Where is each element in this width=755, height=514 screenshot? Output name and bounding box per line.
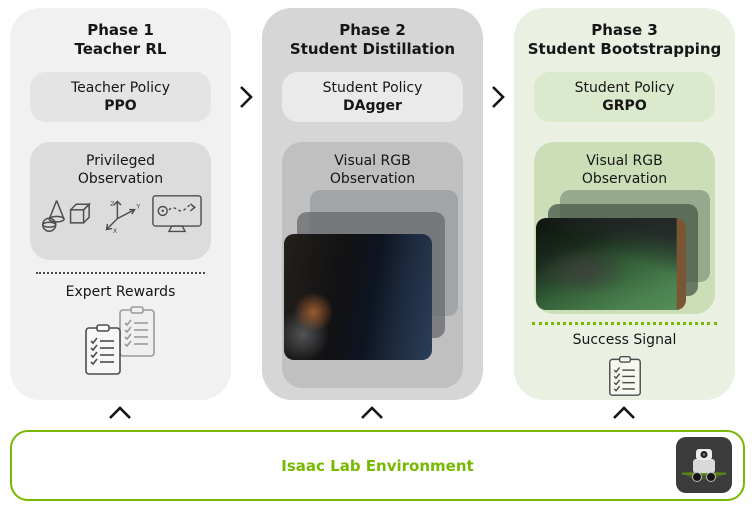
phase-1-observation-line2: Observation — [77, 171, 164, 187]
phase-3-observation-line1: Visual RGB — [586, 153, 663, 169]
axis-label-x: X — [112, 228, 117, 234]
geometry-shapes-icon — [41, 200, 91, 232]
phase-3-title: Phase 3 Student Bootstrapping — [514, 8, 735, 59]
chevron-right-icon — [240, 86, 253, 108]
phase-1-rewards-label: Expert Rewards — [65, 284, 176, 300]
phase-2-observation-line1: Visual RGB — [334, 153, 411, 169]
phase-3-policy-box: Student Policy GRPO — [534, 72, 715, 122]
phase-1-title-line1: Phase 1 — [87, 21, 154, 39]
environment-label: Isaac Lab Environment — [281, 456, 474, 475]
robot-camera-image — [536, 218, 686, 310]
phase-1-observation-icons: Z Y X — [30, 194, 211, 235]
phase-3-signal-label: Success Signal — [572, 332, 677, 348]
phase-2-title-line2: Student Distillation — [289, 40, 456, 58]
phase-3-policy-algo: GRPO — [602, 98, 647, 114]
trajectory-monitor-icon — [151, 195, 202, 233]
phase-3-observation-line2: Observation — [581, 171, 668, 187]
phase-3-dotted-divider — [532, 322, 717, 325]
phase-1-rewards-icons — [10, 306, 231, 378]
phase-1-observation-line1: Privileged — [86, 153, 155, 169]
phase-3-observation-box: Visual RGB Observation — [534, 142, 715, 314]
phase-1-dotted-divider — [36, 272, 205, 274]
axis-label-y: Y — [135, 203, 140, 210]
phase-2-title: Phase 2 Student Distillation — [262, 8, 483, 59]
phase-1-policy-algo: PPO — [104, 98, 137, 114]
phase-3-observation-title: Visual RGB Observation — [534, 142, 715, 188]
phase-2-title-line1: Phase 2 — [339, 21, 406, 39]
phase-1-panel: Phase 1 Teacher RL Teacher Policy PPO Pr… — [10, 8, 231, 400]
phase-3-signal-icons — [514, 354, 735, 397]
phase-2-policy-name: Student Policy — [322, 80, 423, 96]
phase-1-title-line2: Teacher RL — [74, 40, 167, 58]
phase-2-policy-box: Student Policy DAgger — [282, 72, 463, 122]
phase-1-observation-title: Privileged Observation — [30, 142, 211, 188]
phase-3-policy-name: Student Policy — [574, 80, 675, 96]
phase-3-title-line2: Student Bootstrapping — [527, 40, 722, 58]
chevron-right-icon — [492, 86, 505, 108]
checklist-clipboard-icon — [608, 355, 641, 396]
phase-3-panel: Phase 3 Student Bootstrapping Student Po… — [514, 8, 735, 400]
robot-camera-image — [284, 234, 432, 360]
phase-1-observation-box: Privileged Observation Z — [30, 142, 211, 260]
phase-2-policy-algo: DAgger — [343, 98, 402, 114]
phase-2-observation-title: Visual RGB Observation — [282, 142, 463, 188]
phase-2-panel: Phase 2 Student Distillation Student Pol… — [262, 8, 483, 400]
phase-1-policy-box: Teacher Policy PPO — [30, 72, 211, 122]
chevron-up-icon — [361, 406, 383, 419]
chevron-up-icon — [613, 406, 635, 419]
phase-3-rgb-frame-stack — [534, 190, 715, 314]
xyz-axes-icon: Z Y X — [105, 199, 140, 234]
phase-2-observation-box: Visual RGB Observation — [282, 142, 463, 388]
robot-icon — [676, 437, 732, 493]
phase-2-rgb-frame-stack — [282, 190, 463, 388]
chevron-up-icon — [109, 406, 131, 419]
phase-2-observation-line2: Observation — [329, 171, 416, 187]
double-checklist-clipboard-icon — [84, 306, 155, 375]
isaac-lab-environment-bar: Isaac Lab Environment — [10, 430, 745, 501]
phase-1-policy-name: Teacher Policy — [70, 80, 171, 96]
axis-label-z: Z — [110, 200, 115, 207]
phase-1-title: Phase 1 Teacher RL — [10, 8, 231, 59]
phase-3-title-line1: Phase 3 — [591, 21, 658, 39]
